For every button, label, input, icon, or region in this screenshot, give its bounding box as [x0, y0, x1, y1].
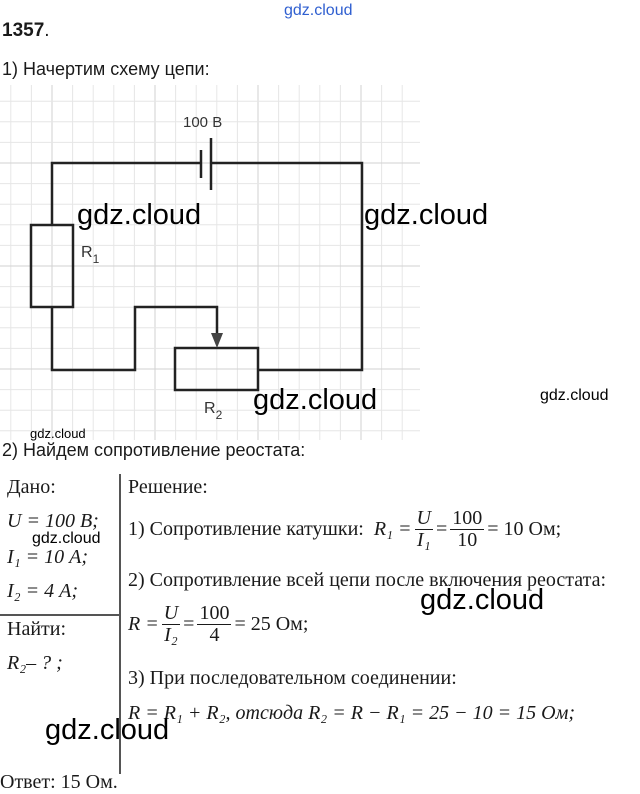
watermark: gdz.cloud	[540, 387, 609, 404]
rheostat-r2	[173, 346, 260, 392]
line1-lhs: R₁ =	[373, 518, 412, 540]
numerator: 100	[197, 602, 232, 625]
solution-line2: 2) Сопротивление всей цепи после включен…	[128, 569, 607, 591]
denominator: 4	[209, 624, 220, 646]
table-divider-vertical	[119, 474, 121, 774]
numerator: U	[161, 602, 181, 625]
problem-number-text: 1357	[2, 20, 45, 41]
solution-title: Решение:	[128, 476, 208, 498]
watermark: gdz.cloud	[30, 426, 86, 441]
watermark: gdz.cloud	[253, 384, 378, 416]
watermark: gdz.cloud	[45, 714, 170, 746]
given-item: U = 100 В;	[7, 510, 99, 532]
watermark: gdz.cloud	[420, 584, 545, 616]
numerator: U	[414, 507, 433, 530]
r2-label: R2	[204, 400, 223, 422]
r1-label: R1	[81, 244, 100, 266]
line1-result: = 10 Ом;	[487, 518, 562, 540]
top-watermark: gdz.cloud	[284, 2, 353, 19]
circuit-wires	[29, 138, 364, 392]
solution-line5: R = R₁ + R₂, отсюда R₂ = R − R₁ = 25 − 1…	[128, 702, 575, 724]
step1-heading: 1) Начертим схему цепи:	[2, 59, 210, 79]
line3-result: = 25 Ом;	[234, 613, 309, 635]
line3-lhs: R =	[128, 613, 159, 635]
given-item: I₂ = 4 А;	[7, 580, 78, 602]
step2-heading: 2) Найдем сопротивление реостата:	[2, 440, 306, 460]
given-item: I₁ = 10 А;	[7, 546, 88, 568]
find-item: R₂– ? ;	[7, 652, 63, 674]
table-divider-horizontal	[0, 614, 119, 616]
find-title: Найти:	[7, 618, 67, 640]
voltage-label: 100 В	[183, 114, 222, 131]
slider-arrow-icon	[211, 333, 223, 348]
watermark: gdz.cloud	[32, 530, 101, 547]
numerator: 100	[450, 507, 485, 530]
solution-line4: 3) При последовательном соединении:	[128, 667, 457, 689]
denominator: I₂	[164, 624, 178, 646]
watermark: gdz.cloud	[364, 199, 489, 231]
given-title: Дано:	[7, 476, 56, 498]
problem-number: 1357.	[2, 20, 50, 41]
denominator: I₁	[416, 529, 431, 551]
circuit-diagram: 100 В R1 R2	[0, 85, 420, 440]
line1-text: 1) Сопротивление катушки:	[128, 518, 364, 540]
resistor-r1	[29, 223, 75, 309]
watermark: gdz.cloud	[77, 199, 202, 231]
answer: Ответ: 15 Ом.	[0, 771, 118, 793]
denominator: 10	[457, 529, 478, 551]
